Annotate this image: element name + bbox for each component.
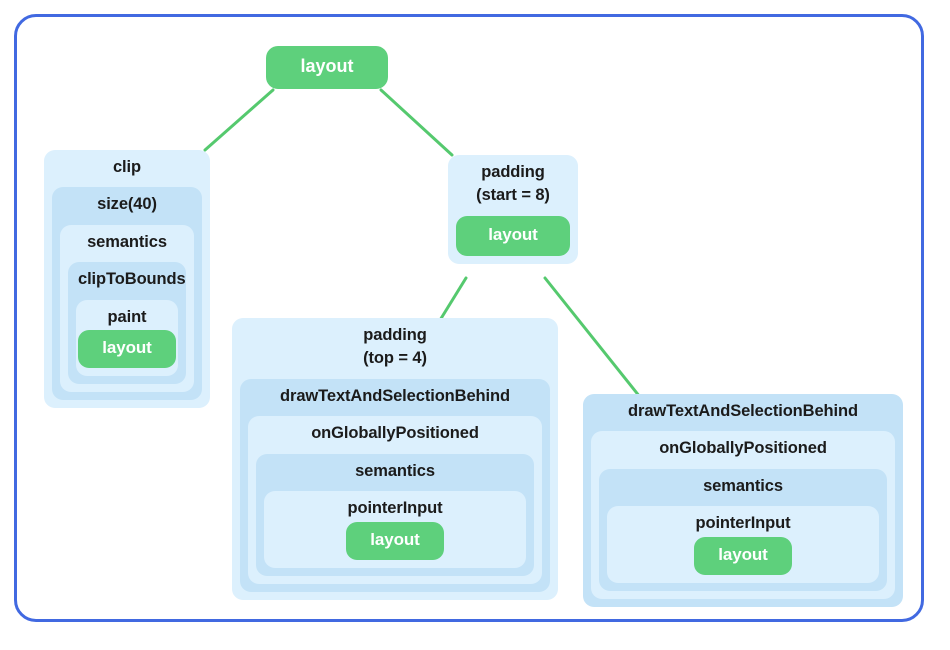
modifier-paint[interactable]: paint layout: [76, 299, 178, 377]
modifier-semantics[interactable]: semantics clipToBounds paint layout: [60, 224, 194, 393]
modifier-padding-start-label-line2: (start = 8): [476, 186, 550, 205]
modifier-clip-label: clip: [112, 158, 142, 176]
node-root-layout[interactable]: layout: [266, 46, 388, 89]
leaf-wrap: layout: [78, 330, 176, 369]
modifier-pointerinput[interactable]: pointerInput layout: [607, 506, 879, 583]
modifier-size[interactable]: size(40) semantics clipToBounds paint la…: [52, 187, 202, 401]
modifier-pointerinput[interactable]: pointerInput layout: [264, 491, 526, 568]
modifier-drawtextandselectionbehind[interactable]: drawTextAndSelectionBehind onGloballyPos…: [240, 378, 550, 592]
leaf-layout[interactable]: layout: [78, 330, 176, 369]
leaf-layout[interactable]: layout: [266, 46, 388, 89]
modifier-cliptobounds[interactable]: clipToBounds paint layout: [68, 262, 186, 385]
node-padding-start[interactable]: padding (start = 8) layout: [448, 155, 578, 264]
modifier-ongloballypositioned[interactable]: onGloballyPositioned semantics pointerIn…: [591, 431, 895, 599]
modifier-drawtextandselectionbehind-label: drawTextAndSelectionBehind: [628, 402, 858, 420]
modifier-ongloballypositioned-label: onGloballyPositioned: [311, 424, 479, 443]
modifier-ongloballypositioned-label: onGloballyPositioned: [659, 439, 827, 458]
modifier-semantics-label: semantics: [703, 476, 783, 495]
leaf-layout[interactable]: layout: [456, 215, 570, 256]
modifier-drawtextandselectionbehind[interactable]: drawTextAndSelectionBehind onGloballyPos…: [583, 394, 903, 607]
leaf-wrap: layout: [615, 536, 871, 575]
leaf-layout[interactable]: layout: [694, 536, 792, 575]
modifier-cliptobounds-label: clipToBounds: [78, 270, 186, 289]
modifier-clip[interactable]: clip size(40) semantics clipToBounds pai…: [44, 150, 210, 409]
modifier-semantics-label: semantics: [355, 461, 435, 480]
node-padding-top[interactable]: padding (top = 4) drawTextAndSelectionBe…: [232, 318, 558, 600]
modifier-padding-start-label-line1: padding: [481, 163, 545, 181]
modifier-drawtextandselectionbehind-label: drawTextAndSelectionBehind: [280, 386, 510, 405]
modifier-ongloballypositioned[interactable]: onGloballyPositioned semantics pointerIn…: [248, 416, 542, 584]
leaf-wrap: layout: [272, 521, 518, 560]
modifier-padding-top[interactable]: padding (top = 4) drawTextAndSelectionBe…: [232, 318, 558, 600]
modifier-padding-top-label-line1: padding: [363, 326, 427, 344]
modifier-padding-top-label-line2: (top = 4): [363, 349, 427, 368]
modifier-pointerinput-label: pointerInput: [347, 499, 443, 518]
node-clip[interactable]: clip size(40) semantics clipToBounds pai…: [44, 150, 210, 409]
modifier-size-label: size(40): [97, 195, 157, 214]
modifier-paint-label: paint: [107, 307, 147, 326]
modifier-semantics[interactable]: semantics pointerInput layout: [599, 468, 887, 591]
modifier-semantics[interactable]: semantics pointerInput layout: [256, 453, 534, 576]
node-drawtext-right[interactable]: drawTextAndSelectionBehind onGloballyPos…: [583, 394, 903, 607]
modifier-pointerinput-label: pointerInput: [695, 514, 791, 533]
leaf-layout[interactable]: layout: [346, 521, 444, 560]
modifier-padding-start[interactable]: padding (start = 8) layout: [448, 155, 578, 264]
modifier-semantics-label: semantics: [87, 232, 167, 251]
